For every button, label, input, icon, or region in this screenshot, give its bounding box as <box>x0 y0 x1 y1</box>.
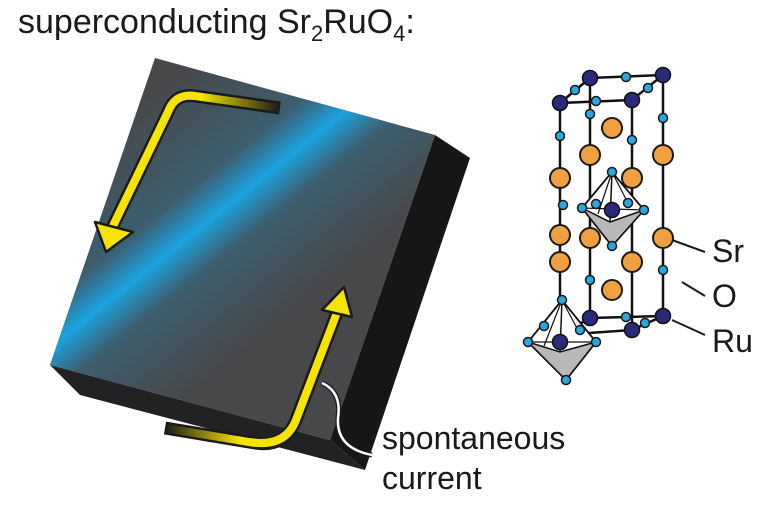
ru-atoms <box>551 66 672 351</box>
superconductor-slab <box>50 58 470 470</box>
current-label-line2: current <box>382 460 482 496</box>
current-arrow-upper <box>93 89 281 254</box>
label-o: O <box>712 278 737 314</box>
sr-atoms <box>549 117 674 301</box>
label-sr: Sr <box>712 233 744 269</box>
figure-title: superconducting Sr2RuO4: <box>18 3 415 46</box>
slab-side-face <box>330 135 470 470</box>
label-ru: Ru <box>712 323 753 359</box>
leader-lines <box>671 239 706 336</box>
crystal-structure: Sr O Ru <box>522 66 753 386</box>
callout-line <box>321 381 373 457</box>
o-atoms <box>522 71 669 386</box>
current-arrow-lower <box>163 285 354 451</box>
current-label-line1: spontaneous <box>382 420 565 456</box>
